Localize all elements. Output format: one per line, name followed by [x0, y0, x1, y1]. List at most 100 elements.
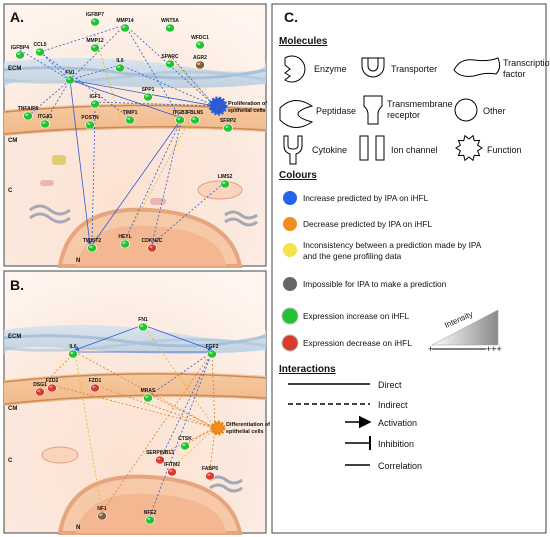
interaction-inhibition: Inhibition: [378, 439, 414, 449]
colour-legend-rows: Increase predicted by IPA on iHFLDecreas…: [281, 191, 482, 352]
inhibition-icon: [345, 436, 371, 450]
gene-label: FN1: [138, 317, 148, 323]
intensity-low: +: [428, 344, 433, 354]
gene-node: TIMP1: [123, 110, 138, 125]
gene-label: MRAS: [141, 388, 156, 394]
molecule-transcription-factor-line1: Transcription: [503, 58, 550, 68]
gene-label: IGF1: [89, 94, 100, 100]
transcription-factor-icon: [453, 57, 501, 77]
molecule-peptidase: Peptidase: [316, 106, 356, 116]
gene-node: FABP5: [202, 466, 218, 481]
interaction-activation: Activation: [378, 418, 417, 428]
gene-label: FBLN5: [187, 110, 203, 116]
gene-node: DSG1: [33, 382, 47, 397]
gene-node: AGR2: [193, 55, 207, 70]
gene-node: IGFBP7: [86, 12, 104, 27]
gene-label: SPP1: [142, 87, 155, 93]
region-ecm: ECM: [8, 334, 21, 340]
interaction-edges: [19, 24, 226, 246]
gene-label: SERPINB13: [146, 450, 174, 456]
region-c: C: [8, 188, 13, 194]
function-proliferation-icon: [208, 96, 228, 116]
colours-title: Colours: [279, 170, 317, 181]
gene-node: TNFAIP6: [18, 106, 39, 121]
panel-a: Proliferation of epithelial cells A. ECM…: [3, 3, 267, 268]
gene-node: ITGB3: [173, 110, 188, 125]
transporter-icon: [361, 57, 385, 78]
legend-panel: C. Molecules Enzyme Transporter Transcri…: [271, 3, 550, 534]
interaction-edges: [39, 324, 218, 517]
function-label-line1: Differentiation of: [226, 422, 270, 428]
colour-swatch-icon: [281, 334, 299, 352]
gene-node: HEYL: [118, 234, 132, 249]
gene-node: FN1: [65, 70, 75, 85]
gene-node: IL6: [115, 58, 125, 73]
colour-swatch-icon: [283, 243, 297, 257]
function-label-line2: epithelial cells: [226, 429, 264, 435]
gene-node: SPARC: [161, 54, 179, 69]
colour-swatch-icon: [281, 307, 299, 325]
gene-node: SERPINB13: [146, 450, 174, 465]
gene-node: IL6: [68, 344, 78, 359]
molecules-title: Molecules: [279, 36, 328, 47]
function-label-line1: Proliferation of: [228, 101, 267, 107]
panel-b-label: B.: [10, 277, 24, 293]
colour-swatch-icon: [283, 217, 297, 231]
panel-a-label: A.: [10, 9, 24, 25]
gene-label: DSG1: [33, 382, 47, 388]
molecule-enzyme: Enzyme: [314, 64, 347, 74]
gene-label: TWIST2: [83, 238, 102, 244]
molecule-transmembrane-line2: receptor: [387, 110, 420, 120]
molecule-transporter: Transporter: [391, 64, 437, 74]
gene-node: TWIST2: [83, 238, 102, 253]
gene-label: IFITM2: [164, 462, 180, 468]
gene-label: FZD1: [89, 378, 102, 384]
gene-node: FGF2: [206, 344, 219, 359]
gene-label: IL6: [69, 344, 76, 350]
gene-label: TNFAIP6: [18, 106, 39, 112]
gene-label: MMP14: [116, 18, 133, 24]
panel-b: Differentiation of epithelial cells B. E…: [3, 270, 270, 535]
gene-node: CCL5: [33, 42, 47, 57]
transmembrane-receptor-icon: [363, 95, 383, 125]
region-n: N: [76, 258, 80, 264]
region-cm: CM: [8, 138, 17, 144]
gene-label: FN1: [65, 70, 75, 76]
gene-label: IGFBP7: [86, 12, 104, 18]
function-label-line2: epithelial cells: [228, 108, 266, 114]
gene-label: NFE2: [144, 510, 157, 516]
interaction-correlation: Correlation: [378, 461, 422, 471]
colour-legend-text: and the gene profiling data: [303, 251, 402, 261]
region-n: N: [76, 525, 80, 531]
colour-legend-text: Impossible for IPA to make a prediction: [303, 279, 447, 289]
gene-label: WNT5A: [161, 18, 179, 24]
gene-node: IGF1: [89, 94, 101, 109]
region-cm: CM: [8, 406, 17, 412]
gene-label: FABP5: [202, 466, 218, 472]
gene-node: NFE2: [144, 510, 157, 525]
gene-label: HEYL: [118, 234, 131, 240]
gene-label: CTSK: [178, 436, 192, 442]
region-ecm: ECM: [8, 66, 21, 72]
molecule-cytokine: Cytokine: [312, 145, 347, 155]
gene-label: TIMP1: [123, 110, 138, 116]
gene-node: SFRP2: [220, 118, 236, 133]
molecule-transcription-factor-line2: factor: [503, 69, 526, 79]
gene-node: IGFBP4: [11, 45, 29, 60]
other-icon: [454, 98, 478, 122]
colour-legend-text: Decrease predicted by IPA on iHFL: [303, 219, 432, 229]
gene-node: SPP1: [142, 87, 155, 102]
gene-node: MRAS: [141, 388, 156, 403]
gene-label: AGR2: [193, 55, 207, 61]
gene-label: FGF2: [206, 344, 219, 350]
gene-node: POSTN: [81, 115, 99, 130]
interaction-indirect: Indirect: [378, 400, 408, 410]
panel-c-label: C.: [284, 9, 298, 25]
intensity-high: +++: [486, 344, 502, 354]
gene-node: WFDC1: [191, 35, 209, 50]
molecule-ion-channel: Ion channel: [391, 145, 438, 155]
gene-node: CDKN2C: [142, 238, 163, 253]
gene-node: MMP12: [86, 38, 104, 53]
gene-node: ITGA1: [38, 114, 53, 129]
